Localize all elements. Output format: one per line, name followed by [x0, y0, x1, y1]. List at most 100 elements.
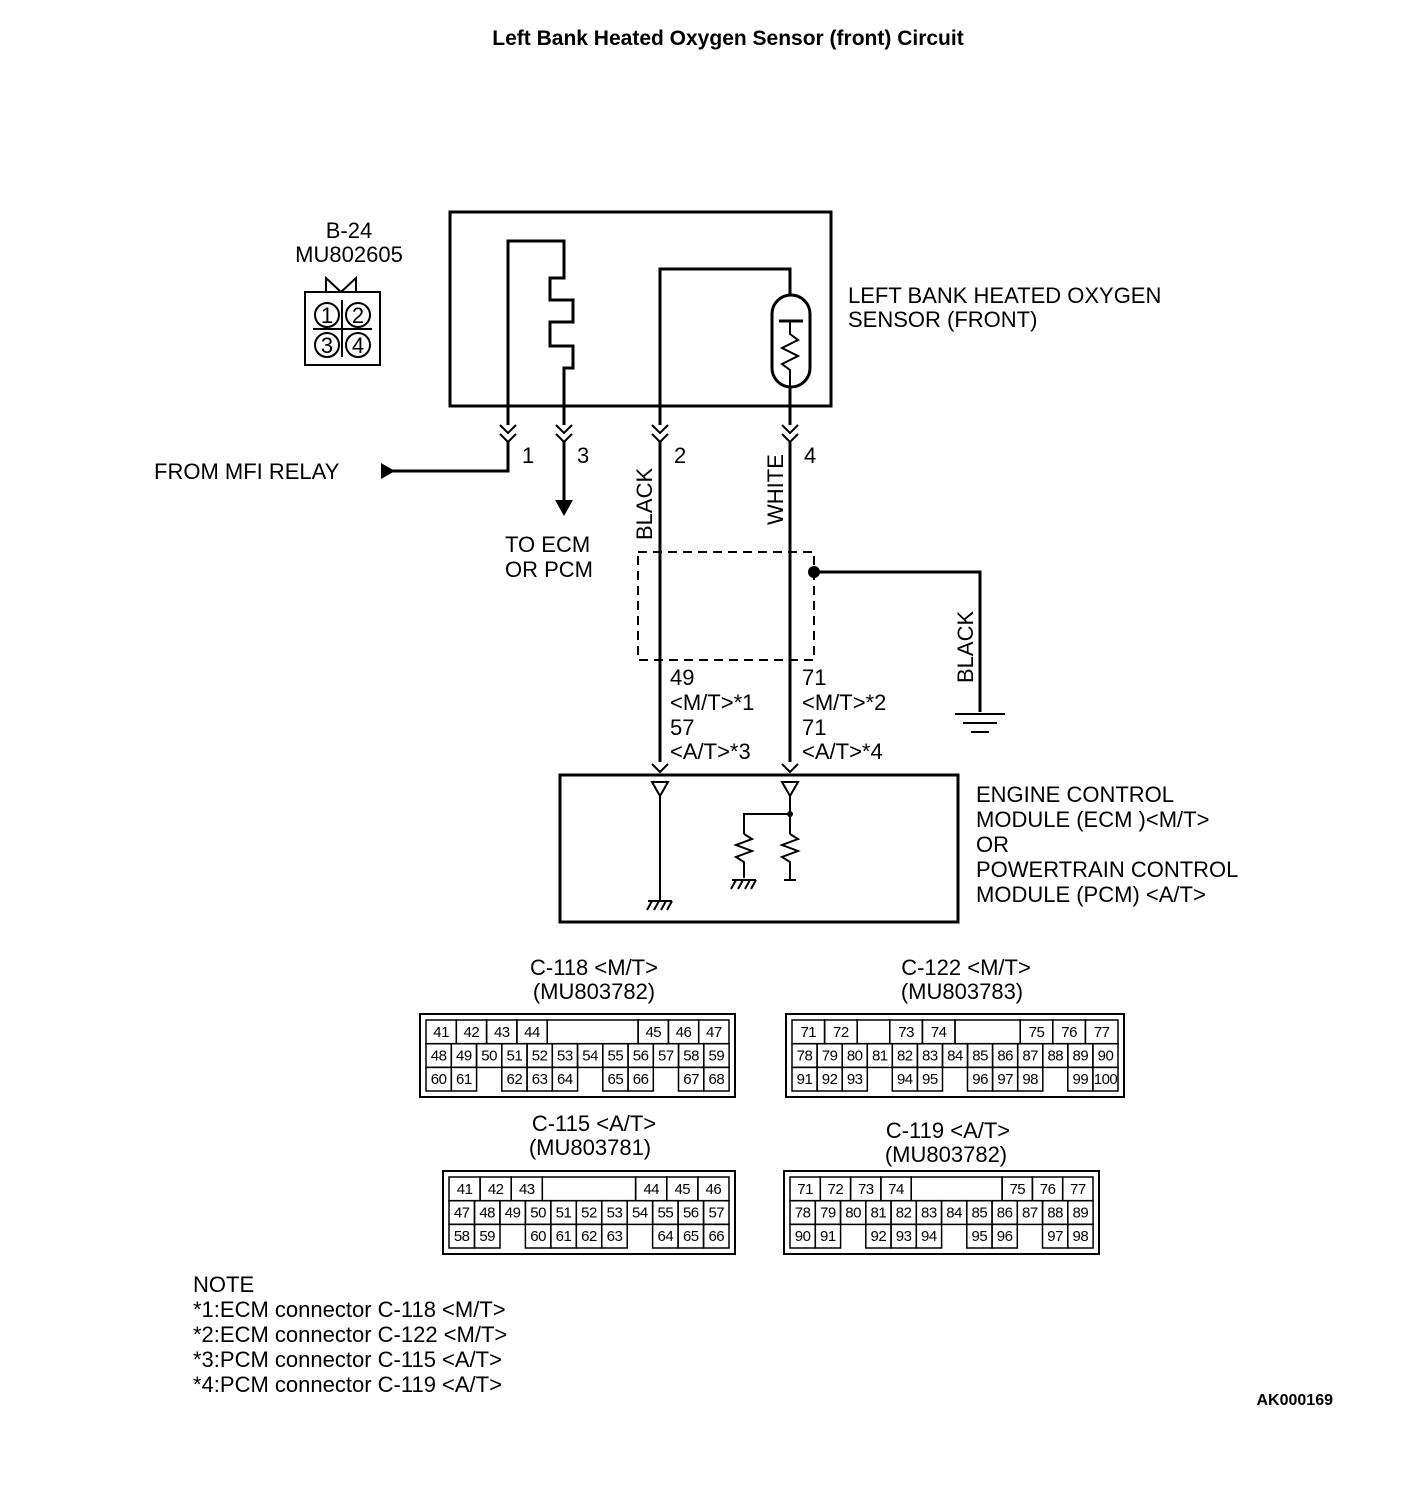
connector-name: C-115 <A/T>	[532, 1111, 656, 1136]
connector-part: MU802605	[295, 242, 403, 267]
pin-cell	[551, 1066, 579, 1092]
pin-number: 61	[456, 1071, 472, 1088]
oxygen-sensor: LEFT BANK HEATED OXYGEN SENSOR (FRONT)	[448, 210, 1161, 425]
connector-name: C-118 <M/T>	[530, 955, 658, 980]
sensor-label: LEFT BANK HEATED OXYGEN	[848, 283, 1161, 308]
note-heading: NOTE	[193, 1272, 254, 1297]
chassis-ground-icon	[730, 879, 757, 890]
to-ecm-label: OR PCM	[505, 557, 593, 582]
pin-number: 82	[896, 1205, 912, 1222]
pin-number: 75	[1029, 1024, 1045, 1041]
module-terminal-icon	[780, 781, 800, 799]
pin-number: 85	[972, 1048, 988, 1065]
resistor-icon	[779, 833, 801, 880]
pin-number: 88	[1047, 1205, 1063, 1222]
terminal-label: 71	[802, 715, 826, 740]
pin-label: 1	[522, 443, 534, 468]
pin-number: 59	[479, 1228, 495, 1245]
engine-control-module	[558, 773, 960, 924]
pin-number: 98	[1022, 1071, 1038, 1088]
pin-number: 96	[972, 1071, 988, 1088]
terminal-labels-left: 49 <M/T>*1 57 <A/T>*3	[670, 665, 754, 764]
module-label: ENGINE CONTROL	[976, 782, 1174, 807]
pin-number: 1	[321, 303, 333, 328]
connector-key-slot	[856, 1019, 891, 1045]
pin-number: 76	[1061, 1024, 1077, 1041]
connector-part: (MU803783)	[901, 979, 1023, 1004]
pin-number: 84	[947, 1048, 963, 1065]
pin-number: 53	[557, 1048, 573, 1065]
pin-number: 63	[532, 1071, 548, 1088]
pin-number: 51	[507, 1048, 523, 1065]
module-label: OR	[976, 832, 1009, 857]
pin-number: 65	[683, 1228, 699, 1245]
pin-number: 44	[524, 1024, 540, 1041]
to-ecm-label: TO ECM	[505, 532, 590, 557]
connector-b24: B-24 MU802605 1 2 3 4	[295, 218, 403, 366]
connector-lock-icon	[325, 275, 357, 294]
terminal-label: <M/T>*1	[670, 690, 754, 715]
pin-number: 67	[683, 1071, 699, 1088]
connector-part: (MU803781)	[529, 1135, 651, 1160]
pin-number: 55	[658, 1205, 674, 1222]
pin-number: 58	[683, 1048, 699, 1065]
pin-number: 85	[972, 1205, 988, 1222]
connector-outline	[419, 1013, 736, 1098]
pin-number: 78	[797, 1048, 813, 1065]
connector-key-slot	[954, 1019, 1021, 1045]
terminal-chevron	[781, 763, 799, 774]
sensor-housing	[448, 210, 833, 408]
pin-number: 87	[1022, 1048, 1038, 1065]
pin-number: 66	[633, 1071, 649, 1088]
connector-housing	[304, 291, 381, 366]
terminal-label: 49	[670, 665, 694, 690]
pin-number: 90	[1098, 1048, 1114, 1065]
pin-number: 88	[1047, 1048, 1063, 1065]
terminal-label: <A/T>*4	[802, 739, 883, 764]
pin-number: 74	[888, 1181, 904, 1198]
ground-icon	[955, 713, 1005, 733]
connector-key-slot	[910, 1176, 1003, 1202]
wire-pin1	[390, 442, 510, 473]
pin-number: 3	[321, 333, 333, 358]
pin-number: 59	[709, 1048, 725, 1065]
pin-number: 71	[797, 1181, 813, 1198]
pin-number: 52	[532, 1048, 548, 1065]
pin-number: 43	[519, 1181, 535, 1198]
pin-number: 57	[658, 1048, 674, 1065]
pin-number: 60	[431, 1071, 447, 1088]
pin-cell	[627, 1066, 655, 1092]
connector-key-slot	[546, 1019, 639, 1045]
pin-cell	[1092, 1066, 1119, 1092]
note-block: NOTE *1:ECM connector C-118 <M/T> *2:ECM…	[193, 1272, 507, 1397]
pin-number: 41	[457, 1181, 473, 1198]
pin-number: 96	[997, 1228, 1013, 1245]
module-housing	[558, 773, 960, 924]
pin-number: 58	[454, 1228, 470, 1245]
pin-number: 68	[709, 1071, 725, 1088]
pin-number: 44	[643, 1181, 659, 1198]
pin-cell	[916, 1066, 944, 1092]
pin-number: 64	[658, 1228, 674, 1245]
pin-number: 49	[505, 1205, 521, 1222]
pin-number: 57	[708, 1205, 724, 1222]
pin-number: 46	[706, 1181, 722, 1198]
pin-number: 77	[1070, 1181, 1086, 1198]
from-relay-label: FROM MFI RELAY	[154, 459, 340, 484]
pin-number: 55	[608, 1048, 624, 1065]
pin-cell	[473, 1223, 501, 1249]
terminal-labels-right: 71 <M/T>*2 71 <A/T>*4	[802, 665, 886, 764]
resistor-icon	[733, 833, 755, 878]
pin-number: 60	[530, 1228, 546, 1245]
pin-number: 66	[708, 1228, 724, 1245]
pin-number: 50	[530, 1205, 546, 1222]
pin-number: 73	[898, 1024, 914, 1041]
terminal-label: 57	[670, 715, 694, 740]
pin-circle	[314, 332, 340, 358]
pin-number: 45	[645, 1024, 661, 1041]
pin-label: 3	[577, 443, 589, 468]
pin-number: 87	[1022, 1205, 1038, 1222]
